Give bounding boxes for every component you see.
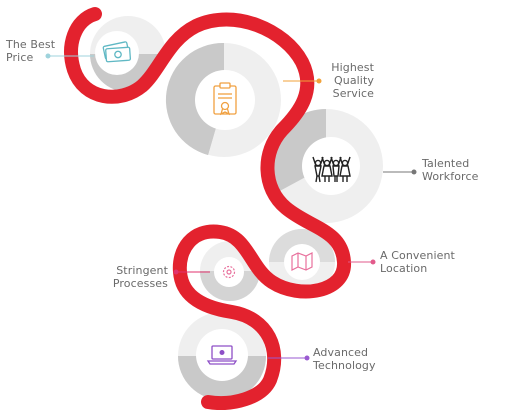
- node-location: [284, 244, 320, 280]
- ribbon: [64, 7, 351, 410]
- gear-icon: [222, 265, 236, 279]
- money-icon: [102, 41, 132, 63]
- label-line: Location: [380, 262, 428, 275]
- connector-workforce: [383, 169, 417, 175]
- ribbon-path: [64, 7, 351, 410]
- label-line: Processes: [112, 277, 168, 290]
- label-line: Workforce: [422, 170, 479, 183]
- label-processes: Stringent Processes: [90, 264, 168, 290]
- label-line: The Best: [6, 38, 56, 51]
- label-workforce: Talented Workforce: [422, 157, 502, 183]
- connector-technology: [268, 355, 310, 361]
- label-line: Quality: [333, 74, 374, 87]
- team-icon: [312, 156, 351, 183]
- label-location: A Convenient Location: [380, 249, 470, 275]
- map-icon: [291, 252, 313, 271]
- label-quality: Highest Quality Service: [316, 61, 374, 100]
- connector-best-price: [45, 53, 94, 59]
- label-line: Technology: [313, 359, 376, 372]
- label-technology: Advanced Technology: [313, 346, 393, 372]
- node-processes: [214, 257, 244, 287]
- label-line: Service: [332, 87, 374, 100]
- label-line: Talented: [422, 157, 470, 170]
- node-quality: [195, 70, 255, 130]
- node-workforce: [302, 137, 360, 195]
- label-line: Advanced: [313, 346, 369, 359]
- connector-quality: [283, 78, 322, 84]
- connector-location: [348, 259, 376, 265]
- label-line: Price: [6, 51, 34, 64]
- label-line: A Convenient: [380, 249, 455, 262]
- connectors: [45, 53, 417, 361]
- label-best-price: The Best Price: [6, 38, 66, 64]
- label-line: Highest: [331, 61, 374, 74]
- label-line: Stringent: [116, 264, 168, 277]
- certificate-icon: [213, 82, 237, 116]
- node-circles: [95, 31, 360, 381]
- connector-processes: [173, 269, 210, 275]
- laptop-icon: [206, 345, 238, 365]
